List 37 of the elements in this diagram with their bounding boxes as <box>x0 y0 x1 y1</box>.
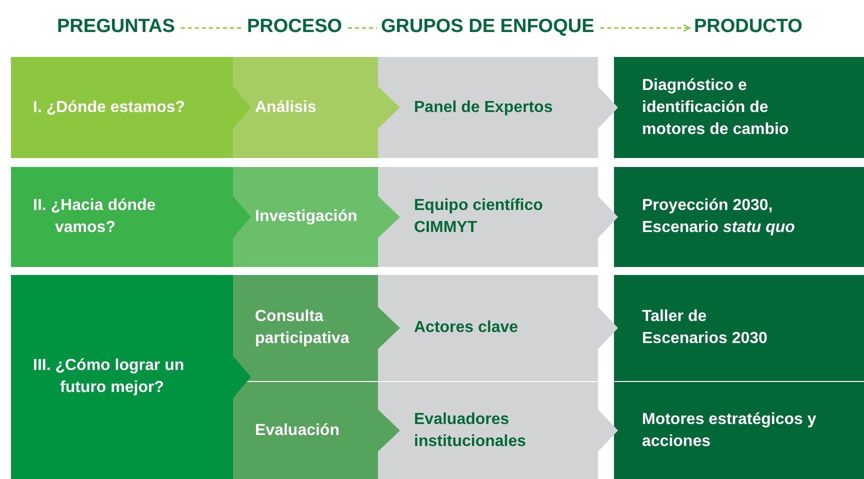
node-label: Consulta participativa <box>255 307 350 349</box>
focus-group-band <box>378 167 618 267</box>
product-band <box>614 57 864 158</box>
product-band <box>614 382 864 479</box>
dashed-arrow <box>600 24 691 32</box>
product-band <box>614 167 864 267</box>
node-label: Motores estratégicos y acciones <box>642 410 818 452</box>
node-label: Equipo científico CIMMYT <box>414 196 544 238</box>
node-label: Investigación <box>255 207 358 227</box>
focus-group-band <box>378 275 618 381</box>
focus-group-band <box>378 382 618 479</box>
node-label: I. ¿Dónde estamos? <box>33 98 186 118</box>
node-label: III. ¿Cómo lograr un futuro mejor? <box>33 356 186 398</box>
question-band <box>11 275 251 479</box>
column-heading: GRUPOS DE ENFOQUE <box>381 15 594 39</box>
process-band <box>233 382 400 479</box>
node-label: II. ¿Hacia dónde vamos? <box>33 196 157 238</box>
process-band <box>233 167 400 267</box>
focus-group-band <box>378 57 618 158</box>
column-heading: PREGUNTAS <box>57 15 175 39</box>
node-label: Panel de Expertos <box>414 98 553 118</box>
node-label: Actores clave <box>414 318 518 338</box>
column-heading: PRODUCTO <box>694 15 802 39</box>
product-band <box>614 275 864 381</box>
node-label: Diagnóstico e identificación de motores de cambio <box>642 76 790 140</box>
process-band <box>233 57 400 158</box>
process-band <box>233 275 400 381</box>
question-band <box>11 167 251 267</box>
node-label: Análisis <box>255 98 316 118</box>
node-label: Proyección 2030, Escenario statu quo <box>642 196 796 238</box>
column-heading: PROCESO <box>247 15 342 39</box>
dashed-connector <box>180 27 243 29</box>
node-label: Taller de Escenarios 2030 <box>642 307 768 349</box>
node-label: Evaluación <box>255 420 340 440</box>
dashed-connector <box>348 27 377 29</box>
question-band <box>11 57 251 158</box>
node-label: Evaluadores institucionales <box>414 410 528 452</box>
